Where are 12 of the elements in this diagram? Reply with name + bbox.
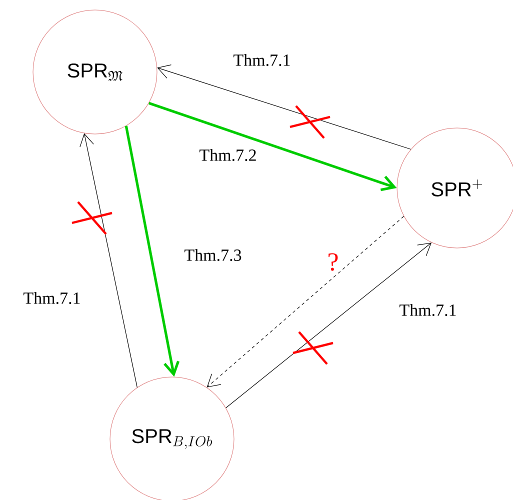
arrow <box>124 126 180 377</box>
edge-label: Thm.7.1 <box>398 302 458 318</box>
arrow <box>80 133 138 388</box>
edge-label: Thm.7.2 <box>198 148 258 162</box>
arrow <box>157 64 412 150</box>
edge-label: Thm.7.3 <box>183 248 243 262</box>
arrow <box>206 216 404 388</box>
edge-label: ? <box>326 252 340 272</box>
arrow <box>226 242 432 408</box>
edge-label: Thm.7.1 <box>22 290 82 306</box>
edge-label: Thm.7.1 <box>232 52 292 67</box>
arrow <box>148 102 397 192</box>
